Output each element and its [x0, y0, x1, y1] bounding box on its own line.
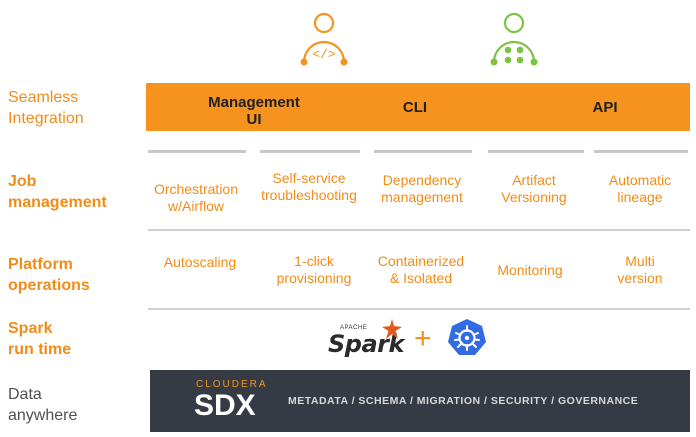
apache-spark-logo: APACHE Spark	[326, 318, 406, 360]
row-label-line: Spark	[8, 320, 53, 337]
svg-text:</>: </>	[312, 47, 336, 62]
item-line: API	[592, 99, 618, 116]
platform-item-containerized: Containerized & Isolated	[366, 253, 476, 287]
item-line: CLI	[402, 99, 428, 116]
row-separator	[148, 308, 690, 310]
integration-item-management-ui: Management UI	[196, 94, 312, 128]
column-divider	[260, 150, 360, 153]
item-line: Management	[208, 94, 300, 111]
item-line: Orchestration	[153, 181, 239, 197]
platform-item-multiversion: Multi version	[590, 253, 690, 287]
item-line: Autoscaling	[163, 254, 237, 270]
platform-item-autoscaling: Autoscaling	[146, 254, 254, 271]
row-label-spark: Spark run time	[8, 318, 71, 360]
item-line: Monitoring	[497, 262, 563, 278]
item-line: troubleshooting	[261, 187, 357, 203]
column-divider	[488, 150, 584, 153]
plus-sign: +	[414, 322, 432, 355]
item-line: version	[617, 270, 663, 286]
job-item-troubleshooting: Self-service troubleshooting	[254, 170, 364, 204]
cloudera-sdx-banner: CLOUDERA SDX METADATA / SCHEMA / MIGRATI…	[150, 370, 690, 432]
column-divider	[594, 150, 688, 153]
item-line: Self-service	[272, 170, 346, 186]
job-item-orchestration: Orchestration w/Airflow	[146, 181, 246, 215]
row-label-line: Seamless	[8, 89, 79, 106]
item-line: w/Airflow	[167, 198, 224, 214]
item-line: provisioning	[276, 270, 352, 286]
sdx-brand-big: SDX	[194, 389, 256, 422]
developer-person-icon: </>	[300, 12, 348, 66]
row-label-line: Data	[8, 386, 42, 403]
row-label-line: Platform	[8, 256, 73, 273]
item-line: UI	[246, 111, 262, 128]
column-divider	[148, 150, 246, 153]
row-label-line: anywhere	[8, 407, 78, 424]
column-divider	[374, 150, 472, 153]
item-line: Multi	[625, 253, 655, 269]
job-item-artifact: Artifact Versioning	[484, 172, 584, 206]
spark-apache-text: APACHE	[340, 325, 368, 331]
item-line: Versioning	[501, 189, 567, 205]
row-label-line: Job	[8, 173, 37, 190]
job-item-lineage: Automatic lineage	[590, 172, 690, 206]
row-label-job: Job management	[8, 171, 107, 213]
item-line: Automatic	[608, 172, 672, 188]
integration-item-cli: CLI	[380, 99, 450, 116]
integration-item-api: API	[570, 99, 640, 116]
row-label-line: Integration	[8, 110, 84, 127]
item-line: Artifact	[512, 172, 556, 188]
row-label-line: management	[8, 194, 107, 211]
item-line: Containerized	[377, 253, 465, 269]
row-label-integration: Seamless Integration	[8, 87, 84, 129]
item-line: lineage	[617, 189, 663, 205]
platform-item-provisioning: 1-click provisioning	[260, 253, 368, 287]
apps-person-icon	[490, 12, 538, 66]
sdx-tagline: METADATA / SCHEMA / MIGRATION / SECURITY…	[288, 395, 639, 407]
item-line: management	[381, 189, 463, 205]
row-label-platform: Platform operations	[8, 254, 90, 296]
platform-item-monitoring: Monitoring	[480, 262, 580, 279]
spark-star-icon	[382, 319, 402, 339]
spark-word: Spark	[328, 330, 404, 358]
row-label-line: operations	[8, 277, 90, 294]
sdx-brand-small: CLOUDERA	[196, 379, 268, 390]
item-line: 1-click	[294, 253, 334, 269]
item-line: & Isolated	[389, 270, 453, 286]
item-line: Dependency	[382, 172, 462, 188]
job-item-dependency: Dependency management	[368, 172, 476, 206]
integration-bar	[146, 83, 690, 131]
row-label-line: run time	[8, 341, 72, 358]
kubernetes-logo	[448, 319, 486, 355]
row-label-data: Data anywhere	[8, 384, 77, 426]
row-separator	[148, 229, 690, 231]
